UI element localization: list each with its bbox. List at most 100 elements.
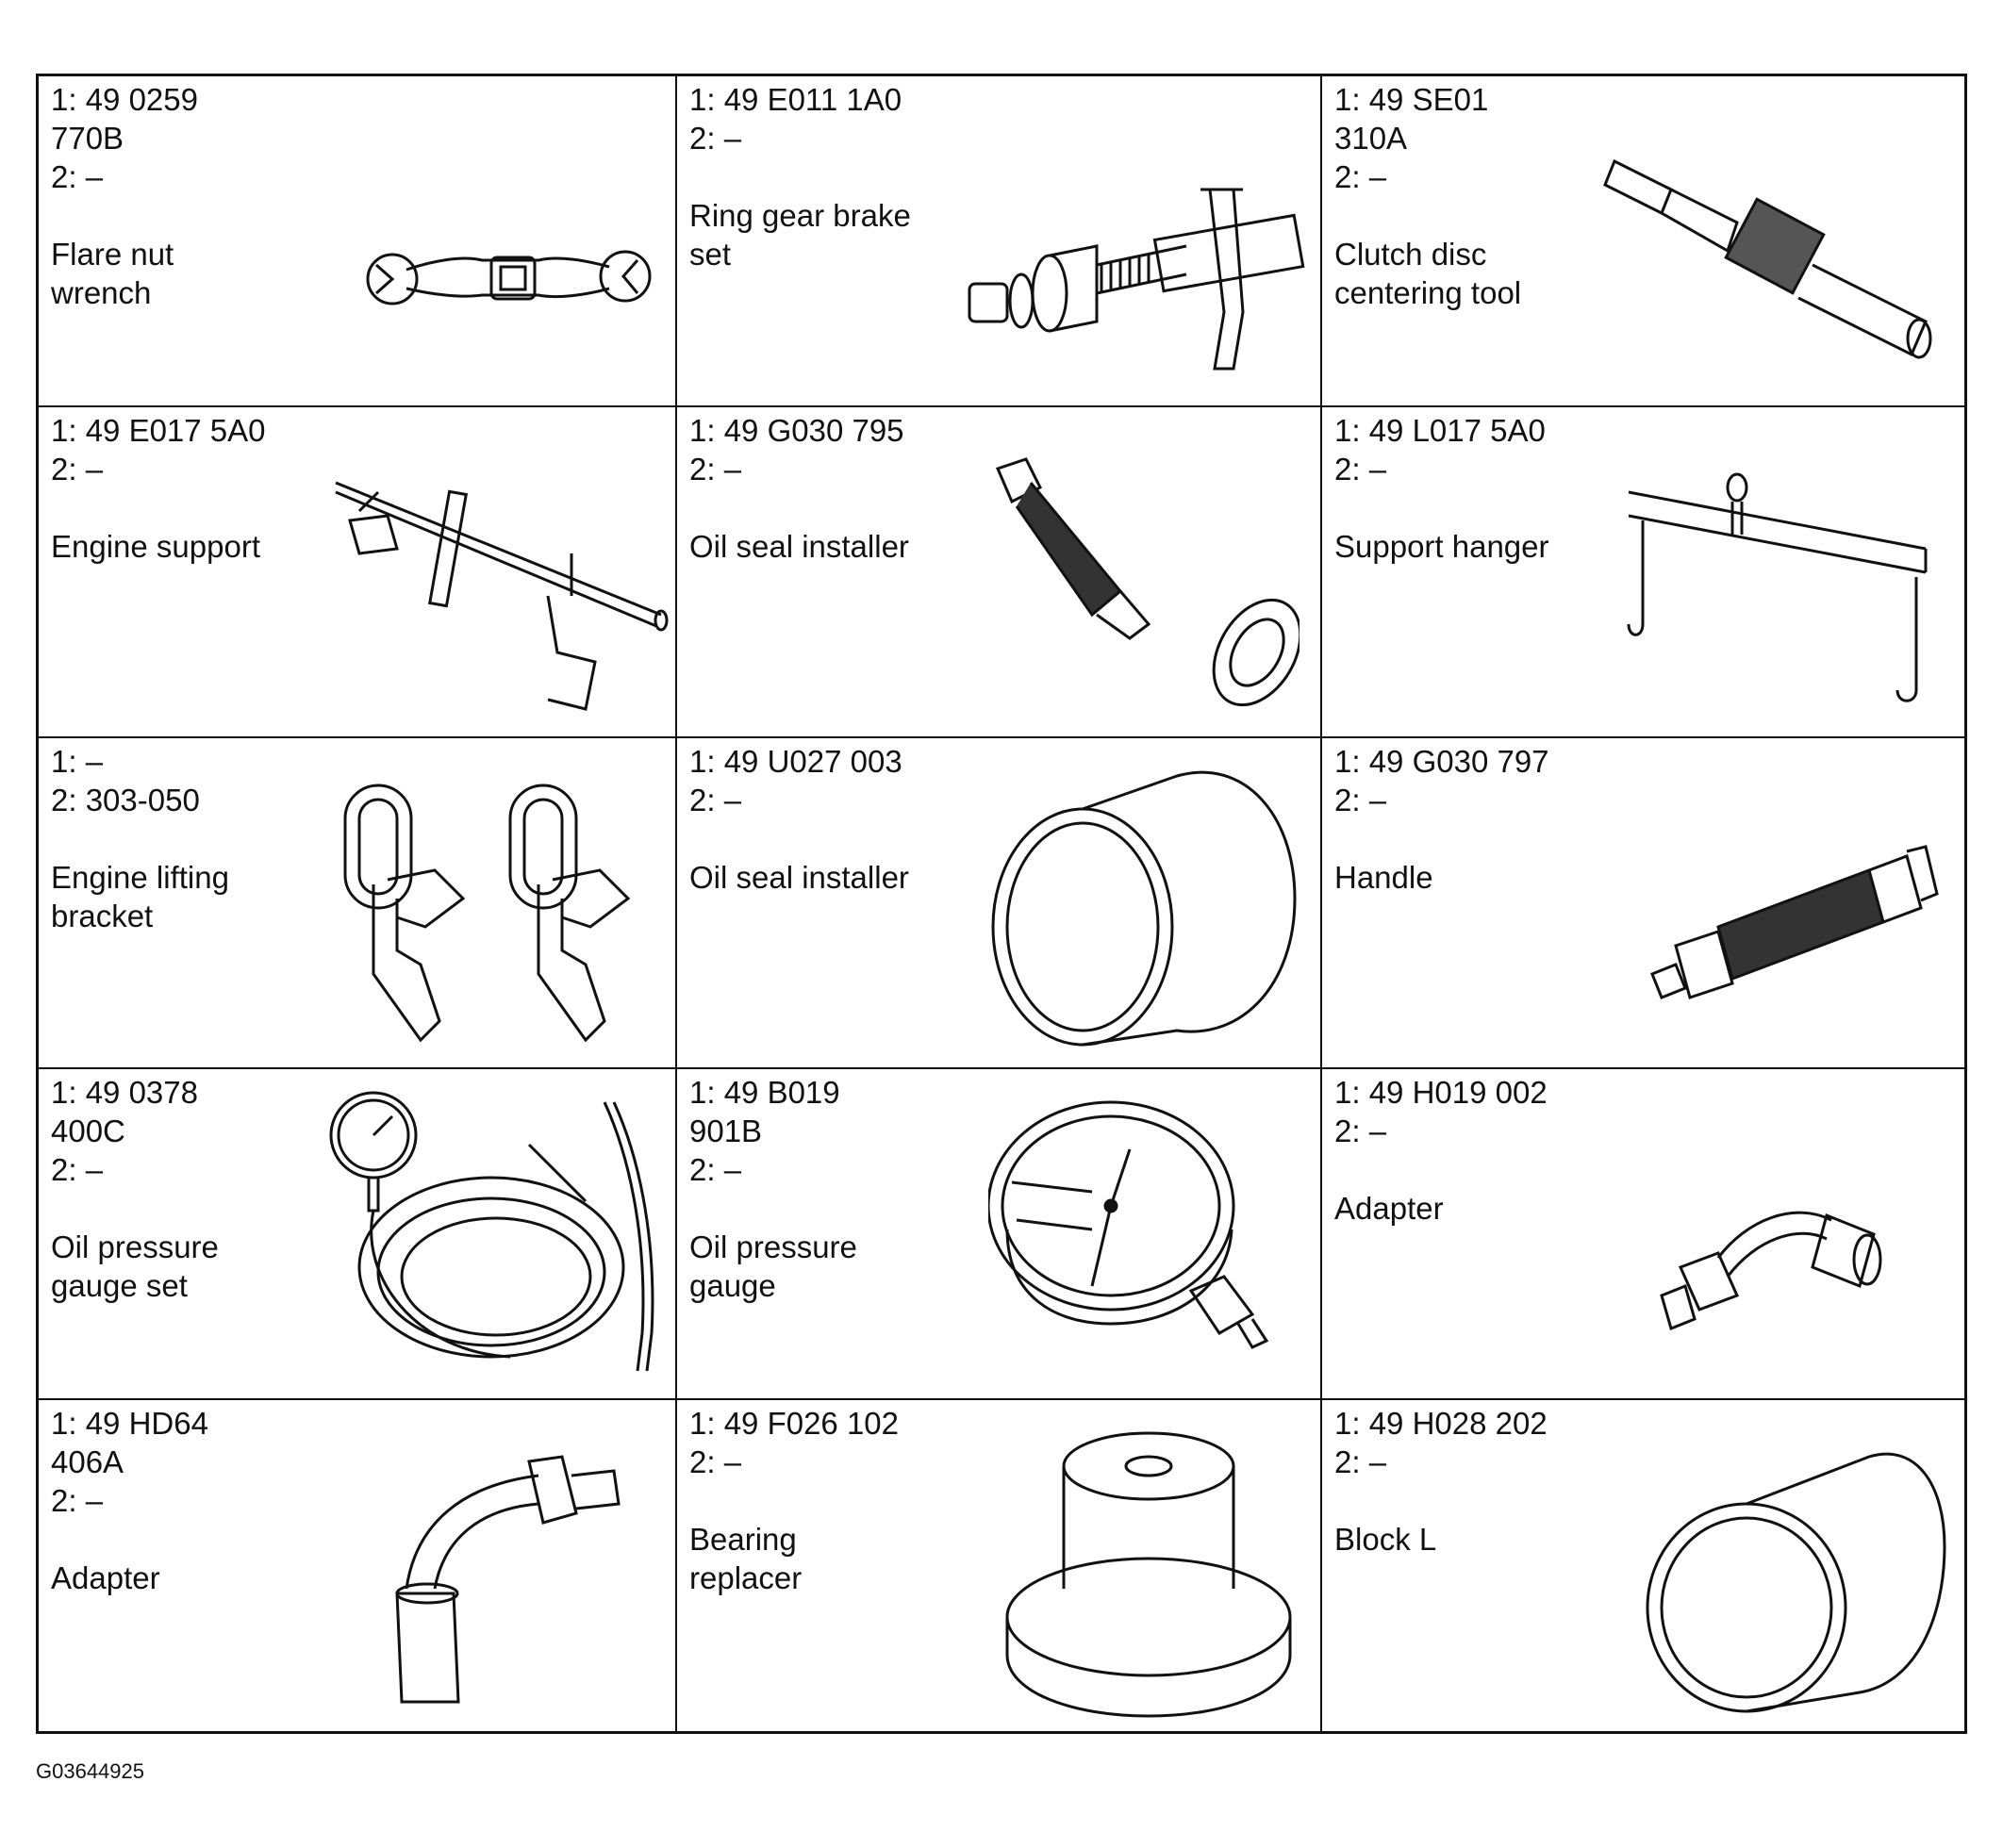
- tool-name: Engine lifting: [51, 860, 229, 895]
- tool-name-cont: centering tool: [1334, 275, 1522, 310]
- part-number-1-cont: 400C: [51, 1114, 125, 1148]
- tool-cell: 1: – 2: 303-050 Engine lifting bracket: [39, 738, 677, 1069]
- tool-cell: 1: 49 E017 5A0 2: – Engine support: [39, 407, 677, 738]
- tool-text: 1: 49 G030 795 2: – Oil seal installer: [689, 411, 909, 566]
- flare-nut-wrench-icon: [350, 208, 670, 340]
- oil-pressure-gauge-icon: [988, 1088, 1309, 1390]
- tool-name: Oil pressure: [689, 1229, 857, 1264]
- tool-cell: 1: 49 E011 1A0 2: – Ring gear brake set: [677, 76, 1322, 407]
- bearing-replacer-icon: [998, 1428, 1299, 1721]
- tool-cell: 1: 49 B019 901B 2: – Oil pressure gauge: [677, 1069, 1322, 1400]
- tool-text: 1: 49 F026 102 2: – Bearing replacer: [689, 1404, 899, 1597]
- part-number-1: 1: 49 H019 002: [1334, 1075, 1548, 1110]
- tool-text: 1: 49 L017 5A0 2: – Support hanger: [1334, 411, 1549, 566]
- tool-text: 1: 49 E017 5A0 2: – Engine support: [51, 411, 266, 566]
- part-number-2: 2: –: [1334, 159, 1387, 194]
- part-number-1: 1: 49 G030 795: [689, 413, 904, 448]
- part-number-1-cont: 310A: [1334, 121, 1408, 156]
- tool-name: Oil pressure: [51, 1229, 219, 1264]
- tool-cell: 1: 49 SE01 310A 2: – Clutch disc centeri…: [1322, 76, 1964, 407]
- part-number-1: 1: 49 L017 5A0: [1334, 413, 1546, 448]
- tool-name: Handle: [1334, 860, 1433, 895]
- oil-pressure-gauge-set-icon: [322, 1088, 675, 1390]
- part-number-1: 1: 49 0259: [51, 82, 198, 117]
- block-l-icon: [1633, 1419, 1954, 1721]
- tool-text: 1: 49 G030 797 2: – Handle: [1334, 742, 1549, 897]
- part-number-1-cont: 901B: [689, 1114, 763, 1148]
- part-number-1: 1: 49 0378: [51, 1075, 198, 1110]
- tool-cell: 1: 49 L017 5A0 2: – Support hanger: [1322, 407, 1964, 738]
- special-tools-table: 1: 49 0259 770B 2: – Flare nut wrench 1:…: [36, 74, 1967, 1734]
- part-number-1: 1: 49 U027 003: [689, 744, 902, 779]
- part-number-2: 2: 303-050: [51, 783, 200, 817]
- part-number-2: 2: –: [1334, 1444, 1387, 1479]
- tool-text: 1: 49 HD64 406A 2: – Adapter: [51, 1404, 208, 1597]
- tool-name: Flare nut: [51, 237, 174, 272]
- tool-name: Oil seal installer: [689, 529, 909, 564]
- adapter-icon: [1643, 1163, 1954, 1352]
- tool-cell: 1: 49 G030 797 2: – Handle: [1322, 738, 1964, 1069]
- part-number-1: 1: 49 B019: [689, 1075, 840, 1110]
- part-number-1: 1: –: [51, 744, 104, 779]
- tool-name: Adapter: [1334, 1191, 1444, 1226]
- part-number-2: 2: –: [689, 1444, 742, 1479]
- tool-name: Ring gear brake: [689, 198, 911, 233]
- tool-cell: 1: 49 H028 202 2: – Block L: [1322, 1400, 1964, 1731]
- part-number-1-cont: 770B: [51, 121, 124, 156]
- part-number-1-cont: 406A: [51, 1444, 124, 1479]
- clutch-disc-centering-tool-icon: [1596, 133, 1954, 406]
- engine-support-icon: [331, 464, 675, 737]
- oil-seal-installer-icon: [988, 450, 1299, 733]
- tool-text: 1: 49 H028 202 2: – Block L: [1334, 1404, 1548, 1559]
- handle-icon: [1643, 823, 1954, 1031]
- tool-cell: 1: 49 G030 795 2: – Oil seal installer: [677, 407, 1322, 738]
- tool-cell: 1: 49 0378 400C 2: – Oil pressure gauge …: [39, 1069, 677, 1400]
- part-number-1: 1: 49 G030 797: [1334, 744, 1549, 779]
- tool-text: 1: 49 E011 1A0 2: – Ring gear brake set: [689, 80, 911, 273]
- tool-name: Bearing: [689, 1522, 797, 1557]
- tool-text: 1: 49 0378 400C 2: – Oil pressure gauge …: [51, 1073, 219, 1305]
- part-number-2: 2: –: [1334, 1114, 1387, 1148]
- tool-text: 1: 49 SE01 310A 2: – Clutch disc centeri…: [1334, 80, 1521, 312]
- tool-name: Oil seal installer: [689, 860, 909, 895]
- tool-name-cont: gauge: [689, 1268, 776, 1303]
- ring-gear-brake-set-icon: [960, 152, 1318, 406]
- support-hanger-icon: [1624, 464, 1945, 737]
- tool-name: Adapter: [51, 1560, 160, 1595]
- tool-name: Engine support: [51, 529, 260, 564]
- engine-lifting-bracket-icon: [331, 776, 670, 1059]
- figure-id: G03644925: [36, 1759, 144, 1783]
- part-number-2: 2: –: [689, 1152, 742, 1187]
- part-number-2: 2: –: [689, 121, 742, 156]
- tool-text: 1: 49 0259 770B 2: – Flare nut wrench: [51, 80, 198, 312]
- tool-cell: 1: 49 0259 770B 2: – Flare nut wrench: [39, 76, 677, 407]
- part-number-2: 2: –: [689, 783, 742, 817]
- tool-cell: 1: 49 H019 002 2: – Adapter: [1322, 1069, 1964, 1400]
- tool-text: 1: 49 H019 002 2: – Adapter: [1334, 1073, 1548, 1228]
- part-number-1: 1: 49 E017 5A0: [51, 413, 266, 448]
- tool-cell: 1: 49 U027 003 2: – Oil seal installer: [677, 738, 1322, 1069]
- part-number-2: 2: –: [1334, 452, 1387, 487]
- tool-text: 1: 49 U027 003 2: – Oil seal installer: [689, 742, 909, 897]
- tool-name-cont: gauge set: [51, 1268, 188, 1303]
- part-number-1: 1: 49 SE01: [1334, 82, 1489, 117]
- adapter-elbow-icon: [378, 1419, 670, 1721]
- part-number-1: 1: 49 F026 102: [689, 1406, 900, 1441]
- tool-cell: 1: 49 F026 102 2: – Bearing replacer: [677, 1400, 1322, 1731]
- part-number-2: 2: –: [51, 452, 104, 487]
- tool-name-cont: bracket: [51, 899, 154, 933]
- part-number-2: 2: –: [51, 1483, 104, 1518]
- tool-text: 1: 49 B019 901B 2: – Oil pressure gauge: [689, 1073, 857, 1305]
- tool-name: Clutch disc: [1334, 237, 1487, 272]
- tool-cell: 1: 49 HD64 406A 2: – Adapter: [39, 1400, 677, 1731]
- part-number-1: 1: 49 HD64: [51, 1406, 208, 1441]
- part-number-2: 2: –: [51, 1152, 104, 1187]
- part-number-2: 2: –: [689, 452, 742, 487]
- tool-text: 1: – 2: 303-050 Engine lifting bracket: [51, 742, 229, 935]
- part-number-2: 2: –: [1334, 783, 1387, 817]
- tool-name: Block L: [1334, 1522, 1437, 1557]
- tool-name-cont: replacer: [689, 1560, 803, 1595]
- part-number-2: 2: –: [51, 159, 104, 194]
- tool-name: Support hanger: [1334, 529, 1549, 564]
- part-number-1: 1: 49 E011 1A0: [689, 82, 902, 117]
